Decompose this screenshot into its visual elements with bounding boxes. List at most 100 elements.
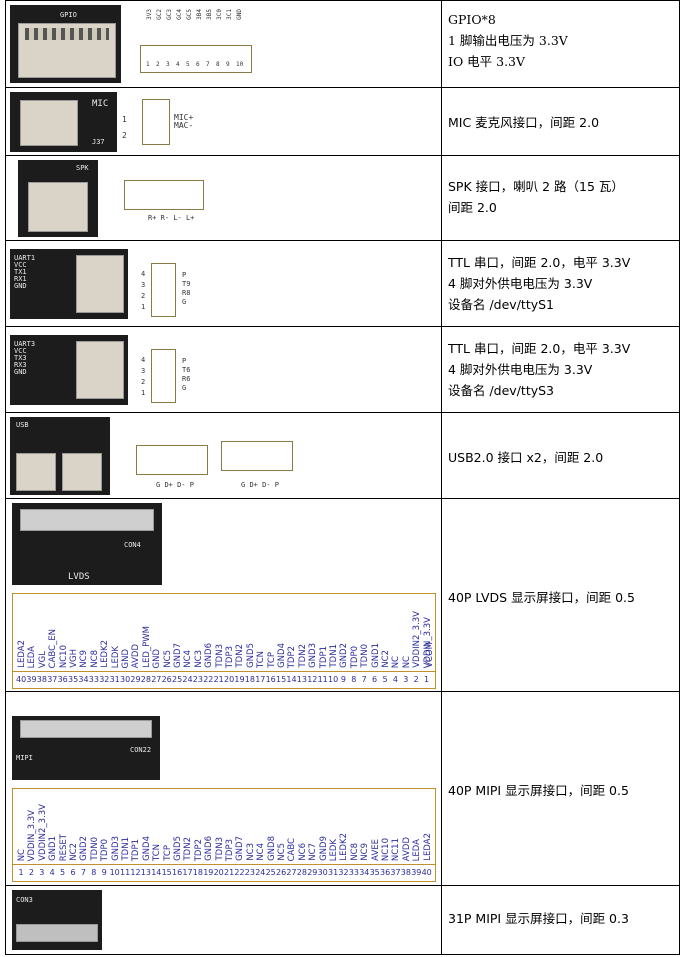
desc-line: IO 电平 3.3V — [448, 54, 526, 69]
pin-label: NC2 — [381, 650, 391, 668]
pin-label: VDDIN2_3.3V — [37, 804, 48, 861]
pin-label: NC8 — [349, 843, 360, 861]
pin-label: GND8 — [266, 836, 277, 861]
pin-number: 27 — [151, 675, 162, 684]
pin-number: 21 — [224, 868, 235, 877]
pin-number: 12 — [130, 868, 141, 877]
pin-number: 16 — [265, 675, 276, 684]
pin-label: TDP2 — [287, 645, 298, 668]
gpio-pin-num: 5 — [186, 61, 190, 68]
pin-label: TDN3 — [214, 644, 225, 668]
pin-label: AVDD — [131, 643, 142, 668]
pin-label: NC — [391, 655, 402, 668]
lvds-photo: CON4 LVDS — [12, 503, 162, 585]
pin-label: LEDK — [110, 645, 121, 668]
pin-label: GND4 — [277, 643, 287, 668]
pin-number: 13 — [140, 868, 151, 877]
pin-number: 16 — [172, 868, 183, 877]
pin-label: CABC_EN — [48, 628, 59, 668]
gpio-schematic — [140, 45, 252, 73]
gpio-pin-num: 7 — [206, 61, 210, 68]
gpio-pin-num: 10 — [236, 61, 244, 68]
desc-line: USB2.0 接口 x2，间距 2.0 — [448, 450, 604, 465]
gpio-description: GPIO*8 1 脚输出电压为 3.3V IO 电平 3.3V — [448, 9, 675, 72]
mic-pin-labels: MIC+MAC- — [174, 113, 194, 130]
pin-label: NC9 — [79, 650, 90, 668]
desc-line: 40P LVDS 显示屏接口，间距 0.5 — [448, 590, 635, 605]
pin-number: 8 — [91, 868, 97, 877]
pin-label: LEDA2 — [17, 640, 27, 668]
desc-line: TTL 串口，间距 2.0，电平 3.3V — [448, 255, 631, 270]
pin-label: GND9 — [318, 836, 329, 861]
pin-label: GND1 — [370, 643, 381, 668]
gpio-pin-num: 1 — [146, 61, 150, 68]
pin-number: 19 — [234, 675, 245, 684]
pin-label: TDP0 — [100, 838, 111, 861]
usb-pin-labels-2: G D+ D- P — [241, 481, 279, 489]
pin-label: GND — [152, 648, 163, 669]
pin-number: 14 — [286, 675, 297, 684]
gpio-pin-label: GC3 — [166, 9, 173, 20]
pin-number: 6 — [372, 675, 378, 684]
pin-label: NC3 — [245, 843, 256, 861]
desc-line: TTL 串口，间距 2.0，电平 3.3V — [448, 341, 631, 356]
pin-number: 26 — [276, 868, 287, 877]
pin-label: NC2 — [69, 843, 79, 861]
spk-schematic — [124, 180, 204, 210]
pin-label: TDP3 — [225, 838, 235, 861]
row-mipi31: CON3 31P MIPI 显示屏接口，间距 0.3 — [6, 886, 679, 956]
spk-connector — [28, 182, 88, 232]
gpio-pin-label: 3B5 — [206, 9, 213, 20]
pin-number: 35 — [369, 868, 380, 877]
gpio-pin-label: 3V3 — [146, 9, 153, 20]
pin-number: 25 — [265, 868, 276, 877]
mipi-photo: MIPI CON22 — [12, 716, 160, 780]
gpio-pin-label: 3C0 — [216, 9, 223, 20]
pin-label: NC3 — [193, 650, 204, 668]
lvds-silk: LVDS — [68, 572, 90, 582]
desc-line: 1 脚输出电压为 3.3V — [448, 33, 568, 48]
pin-number: 2 — [413, 675, 419, 684]
gpio-silk: GPIO — [60, 11, 77, 19]
pin-label: AVEE — [370, 839, 381, 861]
pin-number: 5 — [382, 675, 388, 684]
pin-label: LEDA — [27, 645, 38, 668]
pin-number: 20 — [213, 868, 224, 877]
pin-label: GND7 — [235, 836, 246, 861]
pin-label: GND2 — [79, 836, 90, 861]
pin-number: 39 — [26, 675, 37, 684]
gpio-pin-num: 2 — [156, 61, 160, 68]
desc-line: 4 脚对外供电电压为 3.3V — [448, 362, 593, 377]
pin-label: NC7 — [308, 843, 319, 861]
pin-label: TDP1 — [131, 838, 142, 861]
lvds-connector — [20, 509, 154, 531]
gpio-connector — [18, 23, 116, 78]
pin-number: 6 — [70, 868, 76, 877]
pin-label: GND2 — [339, 643, 350, 668]
pin-label: LEDK2 — [339, 833, 350, 861]
pin-label: NC10 — [381, 837, 391, 861]
spk-photo: SPK — [18, 160, 98, 237]
pin-label: TDN1 — [329, 644, 339, 668]
mipi31-silk: CON3 — [16, 896, 33, 904]
pin-number: 9 — [340, 675, 346, 684]
column-divider — [441, 1, 442, 954]
pin-label: TCN — [256, 651, 267, 668]
pin-number: 38 — [36, 675, 47, 684]
pin-label: NC10 — [58, 644, 69, 668]
pin-label: VGH — [69, 649, 79, 668]
row-usb: USB G D+ D- P G D+ D- P USB2.0 接口 x2，间距 … — [6, 413, 679, 499]
pin-label: CABC — [287, 837, 298, 861]
usb-connector-2 — [62, 453, 102, 491]
pin-label: GND5 — [245, 643, 256, 668]
row-spk: SPK R+ R- L- L+ SPK 接口，喇叭 2 路（15 瓦） 间距 2… — [6, 156, 679, 241]
pin-number: 26 — [161, 675, 172, 684]
usb-photo: USB — [10, 417, 110, 495]
pin-number: 15 — [276, 675, 287, 684]
